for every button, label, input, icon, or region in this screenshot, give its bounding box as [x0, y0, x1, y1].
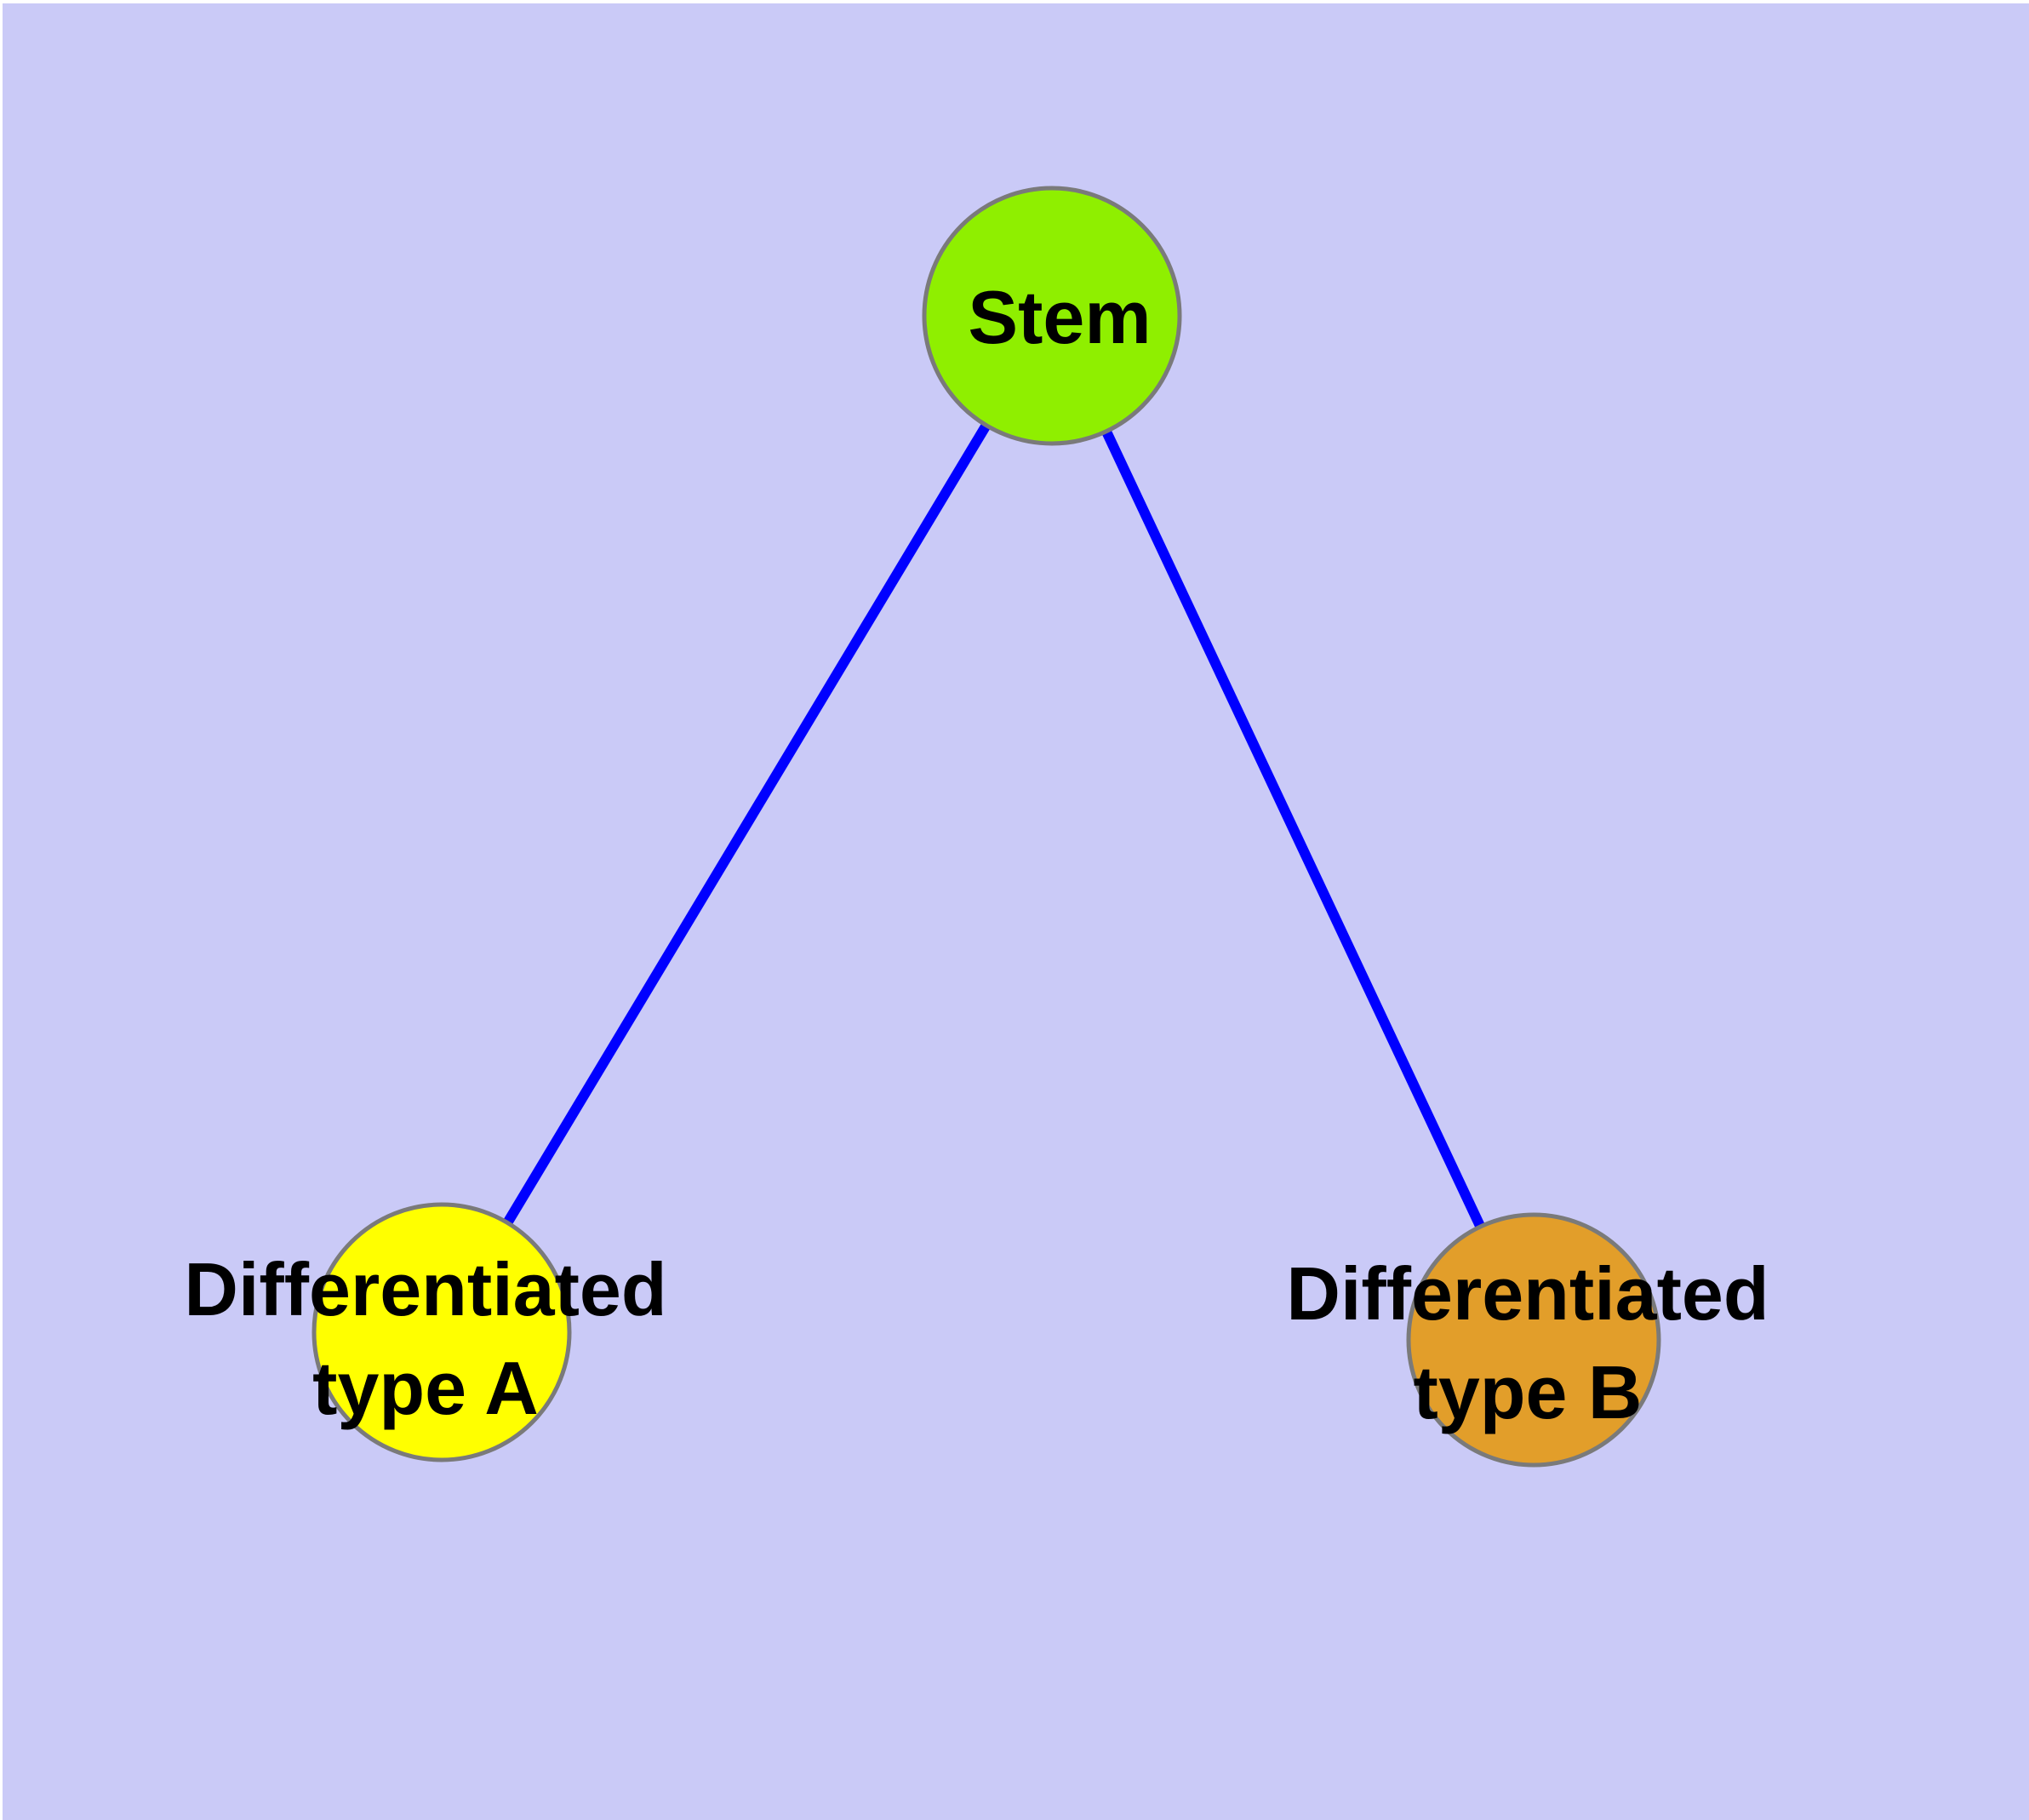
node-stem — [922, 186, 1182, 446]
node-type-b-label-line1: Differentiated — [1286, 1251, 1769, 1336]
edge-stem-type-b — [1047, 313, 1539, 1342]
node-type-b-label-line2: type B — [1414, 1350, 1643, 1434]
edge-stem-type-a — [437, 312, 1057, 1336]
node-type-a — [311, 1202, 572, 1462]
node-stem-label-line1: Stem — [968, 275, 1151, 359]
node-type-a-label-line2: type A — [312, 1346, 539, 1430]
node-type-a-label-line1: Differentiated — [184, 1247, 666, 1331]
node-type-b — [1406, 1212, 1661, 1468]
